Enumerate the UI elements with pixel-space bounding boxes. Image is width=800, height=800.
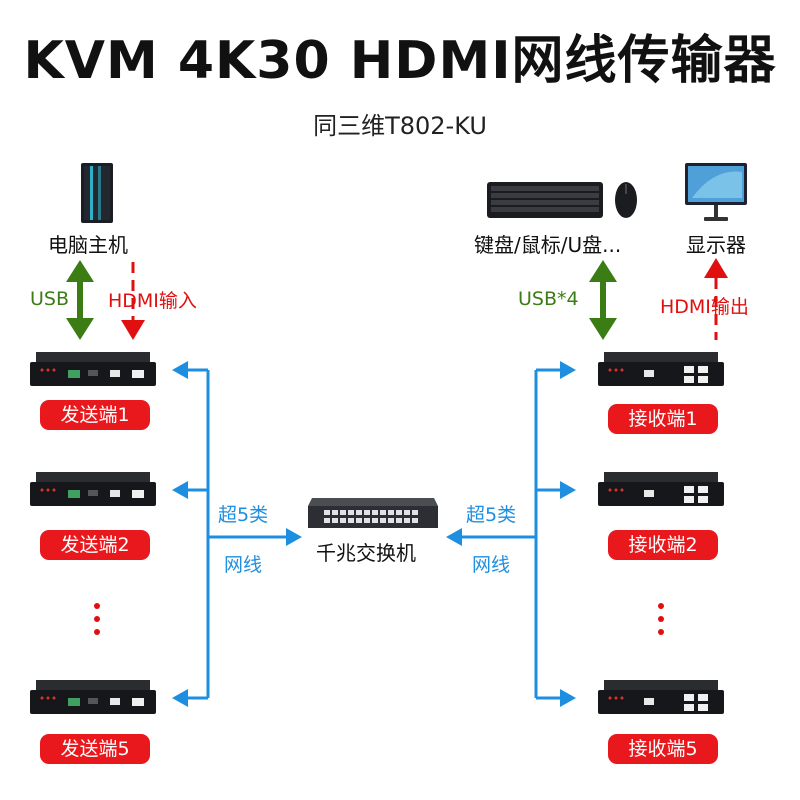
right-usb-label: USB*4 — [518, 288, 579, 310]
receiver-badge-2: 接收端2 — [608, 530, 718, 560]
right-arrowheads — [446, 361, 576, 707]
left-cable-label-bottom: 网线 — [224, 554, 263, 576]
left-hdmi-label: HDMI输入 — [108, 290, 197, 312]
pc-tower-icon — [81, 163, 113, 223]
left-arrowheads — [172, 361, 302, 707]
host-label: 电脑主机 — [48, 233, 128, 257]
right-hdmi-arrow — [704, 258, 728, 340]
product-model: 同三维T802-KU — [313, 112, 487, 140]
receiver-device-5-icon — [598, 680, 724, 714]
left-usb-label: USB — [30, 288, 70, 310]
sender-device-2-icon — [30, 472, 156, 506]
sender-badge-1: 发送端1 — [40, 400, 150, 430]
sender-device-5-icon — [30, 680, 156, 714]
monitor-label: 显示器 — [686, 233, 746, 257]
right-network-lines — [456, 368, 566, 700]
monitor-icon — [685, 163, 747, 221]
left-usb-arrow — [66, 260, 94, 340]
sender-badge-2: 发送端2 — [40, 530, 150, 560]
receiver-badge-1: 接收端1 — [608, 404, 718, 434]
peripherals-label: 键盘/鼠标/U盘... — [474, 233, 622, 257]
left-cable-label-top: 超5类 — [218, 504, 269, 526]
sender-badge-5: 发送端5 — [40, 734, 150, 764]
sender-device-1-icon — [30, 352, 156, 386]
left-hdmi-arrow — [121, 262, 145, 340]
left-network-lines — [182, 368, 292, 700]
left-ellipsis — [94, 603, 100, 635]
right-usb-arrow — [589, 260, 617, 340]
right-ellipsis — [658, 603, 664, 635]
network-switch-icon — [308, 498, 438, 528]
receiver-device-1-icon — [598, 352, 724, 386]
right-hdmi-label: HDMI输出 — [660, 296, 749, 318]
right-cable-label-bottom: 网线 — [472, 554, 511, 576]
keyboard-mouse-icon — [487, 182, 637, 218]
page-title: KVM 4K30 HDMI网线传输器 — [23, 31, 777, 91]
receiver-badge-5: 接收端5 — [608, 734, 718, 764]
switch-label: 千兆交换机 — [316, 541, 416, 565]
receiver-device-2-icon — [598, 472, 724, 506]
right-cable-label-top: 超5类 — [466, 504, 517, 526]
